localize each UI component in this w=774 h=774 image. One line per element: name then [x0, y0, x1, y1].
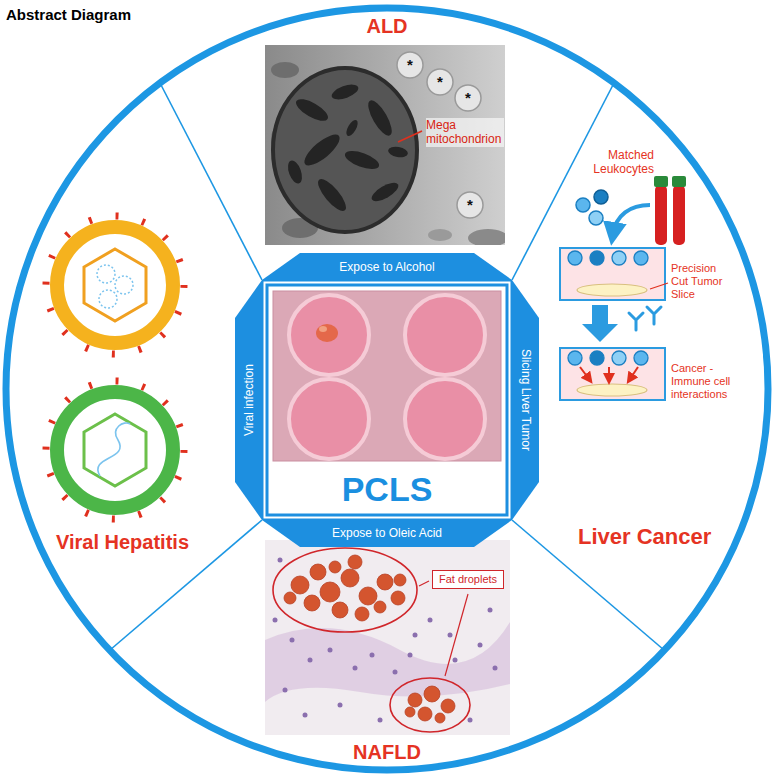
section-title: ALD [327, 14, 447, 38]
section-title: Liver Cancer [578, 524, 738, 550]
band-label: Expose to Alcohol [275, 259, 499, 275]
box-label: Fat droplets [439, 573, 497, 586]
band-label: Expose to Oleic Acid [275, 525, 499, 541]
cancer-schematic [560, 176, 686, 400]
histology-image [265, 540, 510, 735]
asterisk-mark: * [404, 56, 416, 74]
pcls-hexagon: Expose to AlcoholViral infection Slicing … [235, 253, 539, 547]
section-title: Viral Hepatitis [56, 530, 226, 554]
em-image [265, 45, 508, 247]
callout-box: Fat droplets [432, 570, 504, 589]
band-label: Viral infection [241, 318, 257, 482]
center-label: PCLS [271, 465, 503, 513]
callout-label: Matched Leukocytes [590, 148, 654, 177]
callout-label: Mega mitochondrion [426, 118, 504, 147]
asterisk-mark: * [434, 73, 446, 91]
callout-label: Precision Cut Tumor Slice [671, 262, 735, 302]
section-title: NAFLD [327, 740, 447, 764]
asterisk-mark: * [464, 196, 476, 214]
outer-ring [6, 8, 768, 770]
band-label: Slicing Liver Tumor [518, 318, 534, 482]
asterisk-mark: * [462, 89, 474, 107]
virus-icons [46, 216, 184, 519]
diagram-title: Abstract Diagram [6, 6, 131, 24]
callout-label: Cancer - Immune cell interactions [671, 362, 751, 402]
